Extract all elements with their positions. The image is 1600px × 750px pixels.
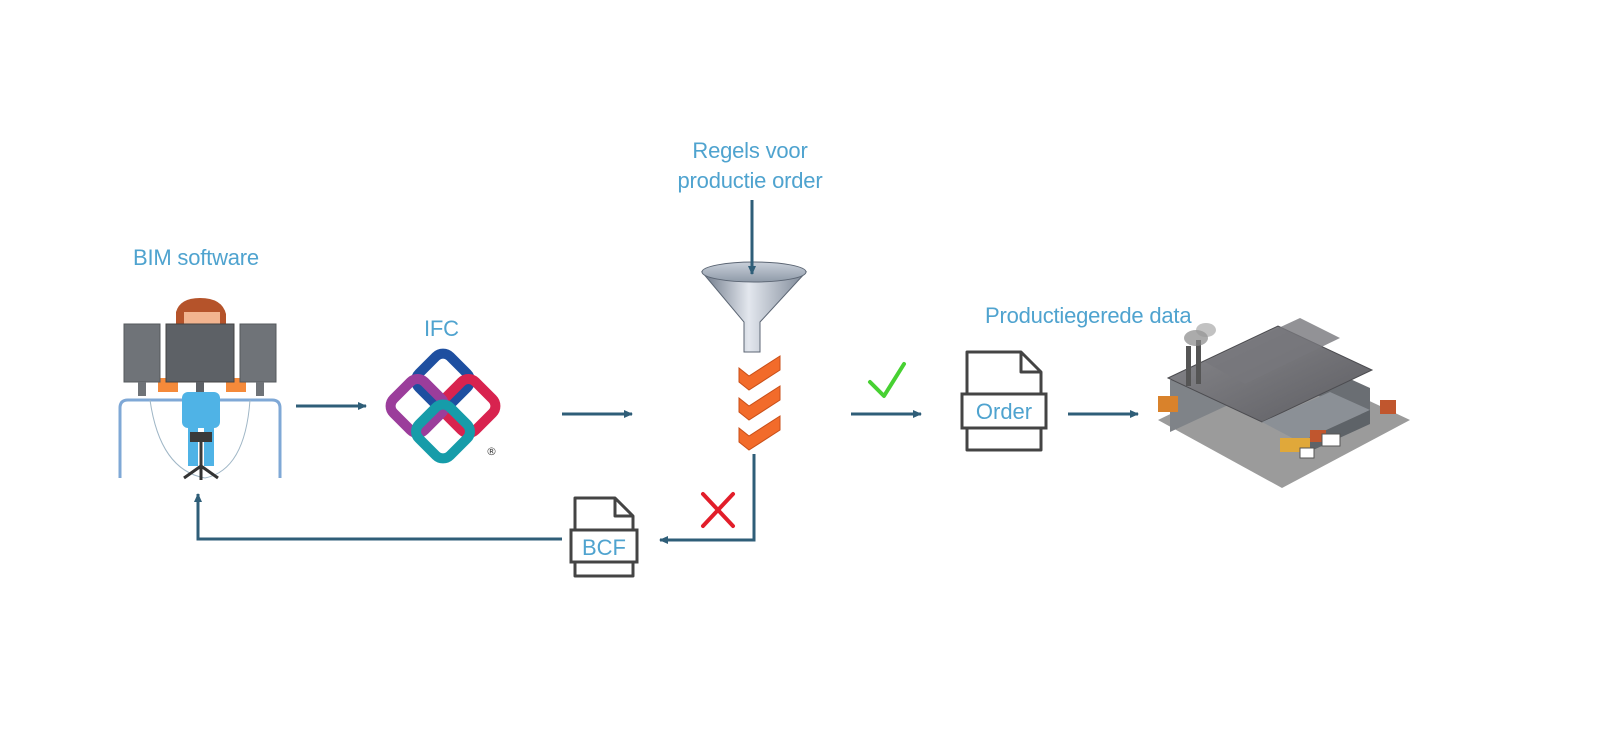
rules-label-line2: productie order (677, 168, 823, 193)
flow-arrows (194, 200, 1139, 544)
order-document-label: Order (976, 399, 1032, 424)
bim-software-label: BIM software (133, 245, 259, 270)
chevron-filter-icon (738, 355, 781, 451)
cross-icon (701, 492, 735, 528)
rules-label: Regels voor productie order (650, 136, 850, 196)
factory-icon (1158, 318, 1410, 488)
order-document-icon (960, 350, 1048, 452)
registered-mark: ® (486, 445, 497, 458)
production-ready-data-label: Productiegerede data (985, 303, 1192, 328)
ifc-label: IFC (424, 316, 459, 341)
bcf-document-icon (569, 496, 639, 578)
checkmark-icon (868, 362, 906, 398)
ifc-logo-icon (385, 348, 501, 464)
bcf-document-label: BCF (582, 535, 626, 560)
developer-at-workstation-icon (118, 298, 282, 480)
funnel-icon (700, 261, 808, 353)
arrow-bcf-to-bim (194, 493, 562, 541)
rules-label-line1: Regels voor (692, 138, 808, 163)
arrow-filter-to-bcf (659, 454, 756, 544)
